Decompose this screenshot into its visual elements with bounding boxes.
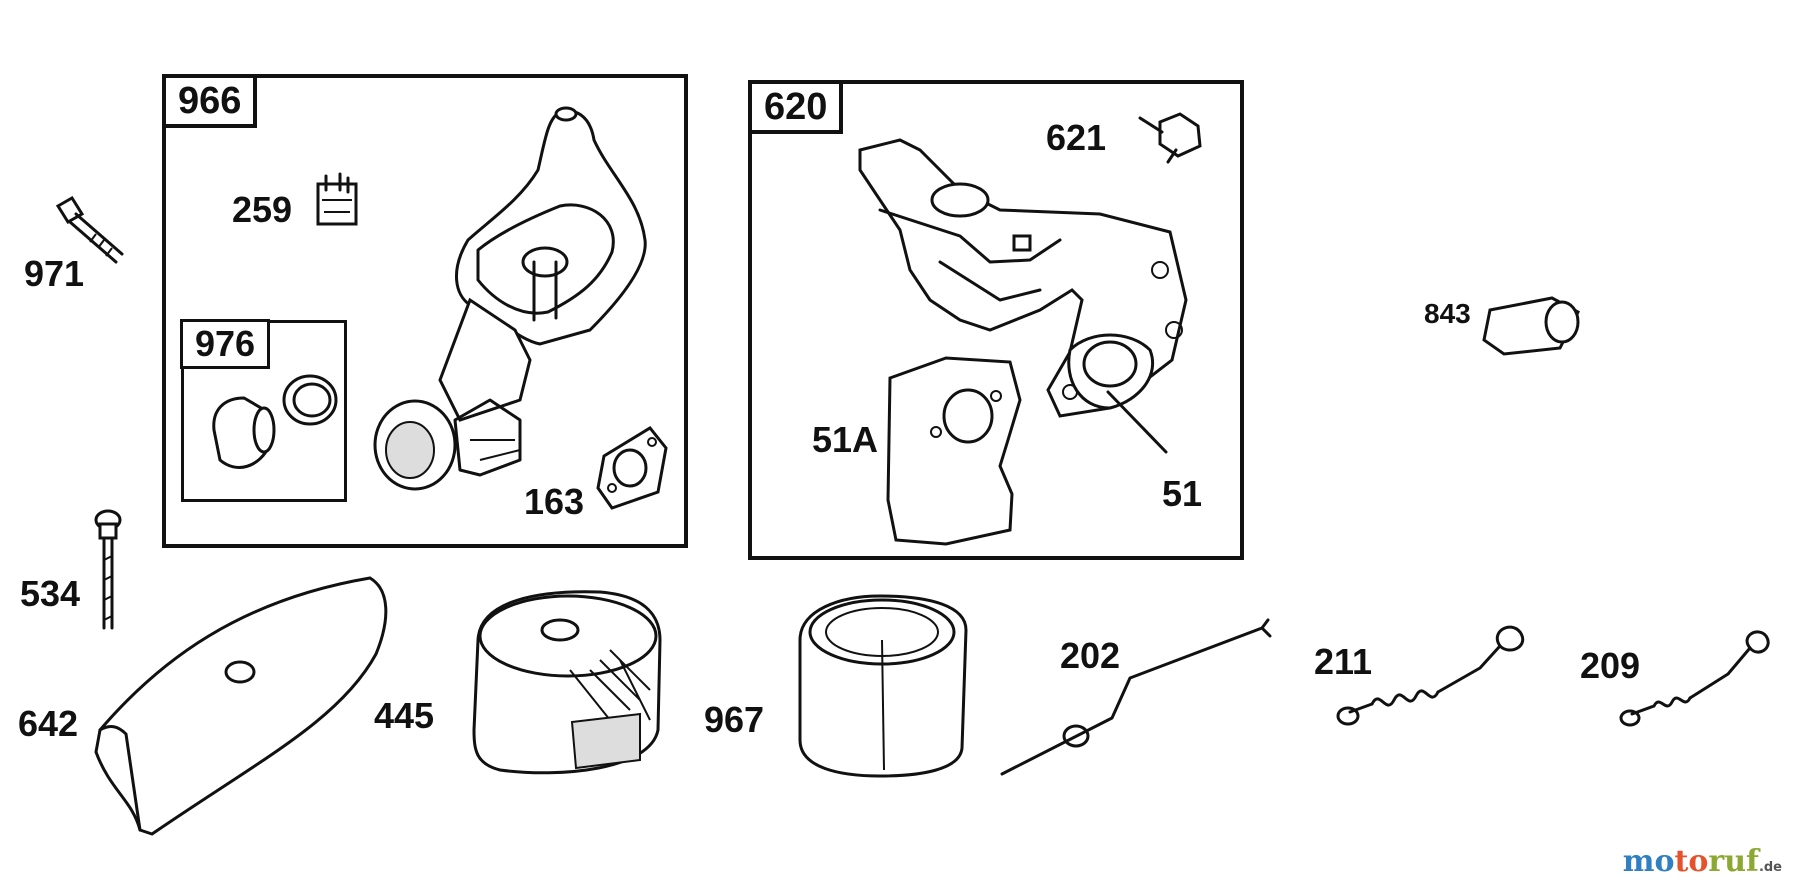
watermark-part-3: ruf bbox=[1708, 844, 1759, 879]
part-label-534: 534 bbox=[20, 573, 81, 614]
clip-621-drawing bbox=[1138, 112, 1202, 164]
spring-211-drawing bbox=[1336, 625, 1524, 726]
part-label-843: 843 bbox=[1424, 298, 1471, 329]
air-filter-445-drawing bbox=[472, 590, 662, 775]
part-label-51: 51 bbox=[1162, 473, 1203, 514]
spring-209-drawing bbox=[1619, 630, 1770, 727]
part-label-967: 967 bbox=[704, 699, 765, 740]
part-label-163: 163 bbox=[524, 481, 585, 522]
part-label-202: 202 bbox=[1060, 635, 1121, 676]
screw-534-drawing bbox=[94, 509, 122, 630]
gasket-51a-drawing bbox=[886, 356, 1022, 546]
assembly-tag-976: 976 bbox=[180, 319, 271, 369]
primer-bulb-976-drawing bbox=[212, 374, 338, 469]
bolt-971-drawing bbox=[55, 195, 124, 264]
governor-bracket-620-drawing bbox=[858, 138, 1188, 418]
assembly-box-620: 620 bbox=[748, 80, 1244, 560]
watermark-domain: .de bbox=[1758, 860, 1782, 875]
air-cleaner-base-966-drawing bbox=[373, 106, 647, 491]
part-label-621: 621 bbox=[1046, 117, 1107, 158]
part-label-642: 642 bbox=[18, 703, 79, 744]
part-label-259: 259 bbox=[232, 189, 293, 230]
watermark-part-2: to bbox=[1674, 844, 1709, 879]
motoruf-watermark: motoruf.de bbox=[1623, 844, 1782, 879]
leader-51 bbox=[1106, 390, 1168, 454]
part-label-445: 445 bbox=[374, 695, 435, 736]
assembly-tag-620: 620 bbox=[748, 80, 844, 134]
assembly-box-976: 976 bbox=[180, 319, 347, 502]
cover-642-drawing bbox=[94, 576, 388, 836]
assembly-box-966: 966 bbox=[162, 74, 688, 548]
precleaner-967-drawing bbox=[798, 594, 968, 778]
assembly-tag-966: 966 bbox=[162, 74, 258, 128]
part-label-971: 971 bbox=[24, 253, 85, 294]
part-label-51a: 51A bbox=[812, 419, 879, 460]
link-rod-202-drawing bbox=[1000, 618, 1272, 776]
watermark-part-1: mo bbox=[1622, 844, 1675, 879]
part-label-211: 211 bbox=[1314, 641, 1373, 682]
part-label-209: 209 bbox=[1580, 645, 1641, 686]
sleeve-843-drawing bbox=[1482, 296, 1580, 356]
clip-259-drawing bbox=[316, 172, 358, 226]
gasket-163-drawing bbox=[596, 426, 668, 510]
